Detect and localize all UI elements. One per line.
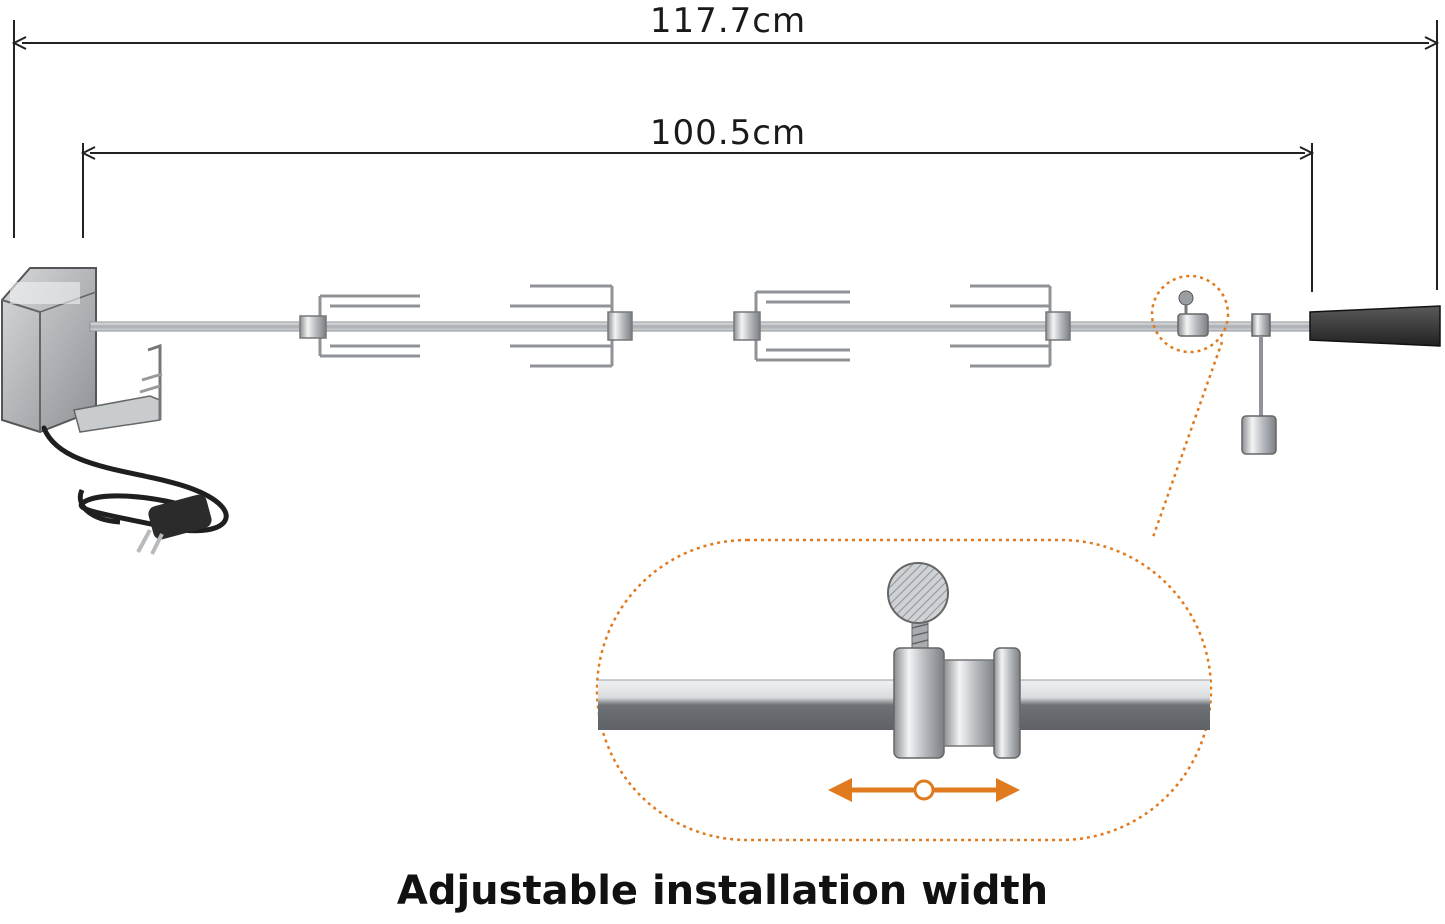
motor-icon (1, 267, 163, 434)
zoom-detail-panel (595, 538, 1213, 842)
double-arrow-icon (828, 778, 1020, 802)
fork-icon (950, 284, 1071, 368)
thumb-screw-icon (887, 562, 949, 653)
arrow-right-icon (1424, 36, 1440, 50)
fork-icon (510, 284, 633, 368)
plug-icon (148, 494, 212, 540)
handle-icon (1309, 305, 1441, 347)
fork-icon (733, 290, 850, 362)
fork-icon (299, 294, 420, 358)
clamp-icon (1177, 290, 1209, 337)
callout-connector (1150, 341, 1224, 541)
arrow-left-icon (11, 36, 27, 50)
overall-length-label: 117.7cm (650, 1, 806, 41)
spit-length-label: 100.5cm (650, 113, 806, 153)
zoom-highlight-circle (1150, 274, 1230, 354)
caption-title: Adjustable installation width (396, 868, 1049, 914)
power-cord-icon (41, 425, 229, 555)
adjustable-collar (893, 647, 1021, 759)
spit-dimension: 100.5cm (80, 113, 1315, 292)
arrow-left-icon (80, 146, 96, 160)
counterweight-icon (1241, 313, 1277, 455)
spit-rod (89, 321, 1321, 332)
arrow-right-icon (1299, 146, 1315, 160)
overall-dimension: 117.7cm (11, 1, 1440, 290)
